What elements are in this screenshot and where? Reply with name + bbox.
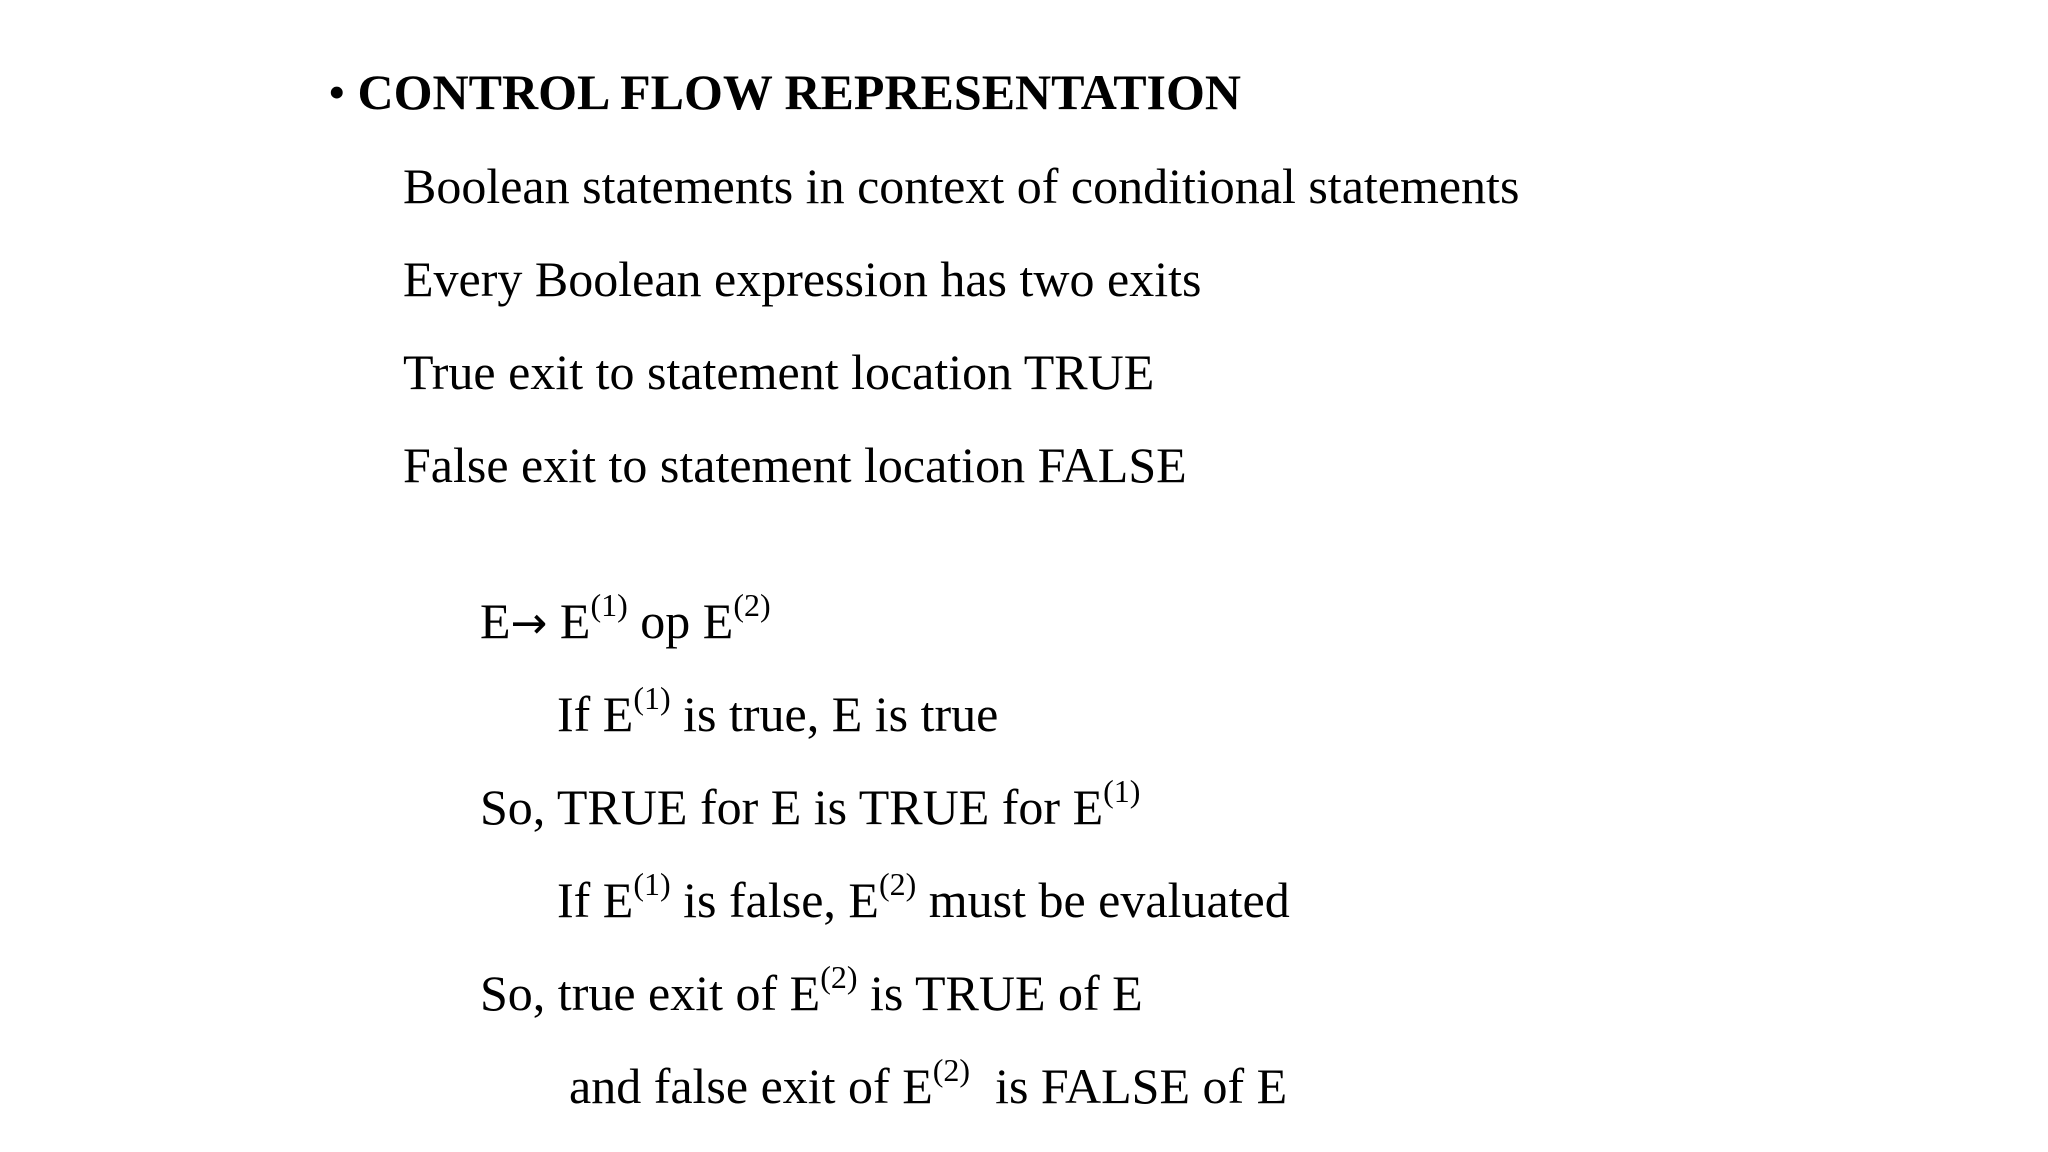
production-rule: E→ E(1) op E(2) <box>480 589 771 654</box>
conclusion-1-sup: (1) <box>1103 773 1141 810</box>
conclusion-1-prefix: So, TRUE for E is TRUE for E <box>480 779 1104 835</box>
case-2: If E(1) is false, E(2) must be evaluated <box>557 868 1290 930</box>
title-bullet: • <box>328 64 346 120</box>
case-2-sup-1: (1) <box>633 866 671 903</box>
case-1: If E(1) is true, E is true <box>557 682 999 744</box>
rule-e2-sup: (2) <box>733 587 771 624</box>
intro-line-1: Boolean statements in context of conditi… <box>403 158 1520 214</box>
case-2-prefix: If E <box>557 872 634 928</box>
rule-e1: E <box>559 593 591 649</box>
case-1-prefix: If E <box>557 686 634 742</box>
intro-line-4: False exit to statement location FALSE <box>403 437 1187 493</box>
rule-lhs: E <box>480 593 511 649</box>
slide-title: •CONTROL FLOW REPRESENTATION <box>328 62 1241 122</box>
arrow-icon: → <box>510 598 548 649</box>
case-1-suffix: is true, E is true <box>670 686 999 742</box>
intro-line-2: Every Boolean expression has two exits <box>403 251 1202 307</box>
conclusion-2-sup: (2) <box>820 959 858 996</box>
conclusion-3: and false exit of E(2) is FALSE of E <box>569 1054 1288 1116</box>
conclusion-3-suffix: is FALSE of E <box>970 1058 1288 1114</box>
conclusion-1: So, TRUE for E is TRUE for E(1) <box>480 775 1140 837</box>
title-text: CONTROL FLOW REPRESENTATION <box>357 64 1242 120</box>
conclusion-2: So, true exit of E(2) is TRUE of E <box>480 961 1143 1023</box>
rule-e2: E <box>702 593 734 649</box>
intro-line-3: True exit to statement location TRUE <box>403 344 1155 400</box>
rule-e1-sup: (1) <box>590 587 628 624</box>
conclusion-2-suffix: is TRUE of E <box>857 965 1143 1021</box>
rule-op: op <box>640 593 691 649</box>
case-2-suffix: must be evaluated <box>916 872 1290 928</box>
conclusion-3-sup: (2) <box>932 1052 971 1089</box>
case-1-sup: (1) <box>633 680 671 717</box>
case-2-middle: is false, E <box>670 872 879 928</box>
conclusion-2-prefix: So, true exit of E <box>480 965 821 1021</box>
case-2-sup-2: (2) <box>878 866 917 903</box>
conclusion-3-prefix: and false exit of E <box>569 1058 933 1114</box>
